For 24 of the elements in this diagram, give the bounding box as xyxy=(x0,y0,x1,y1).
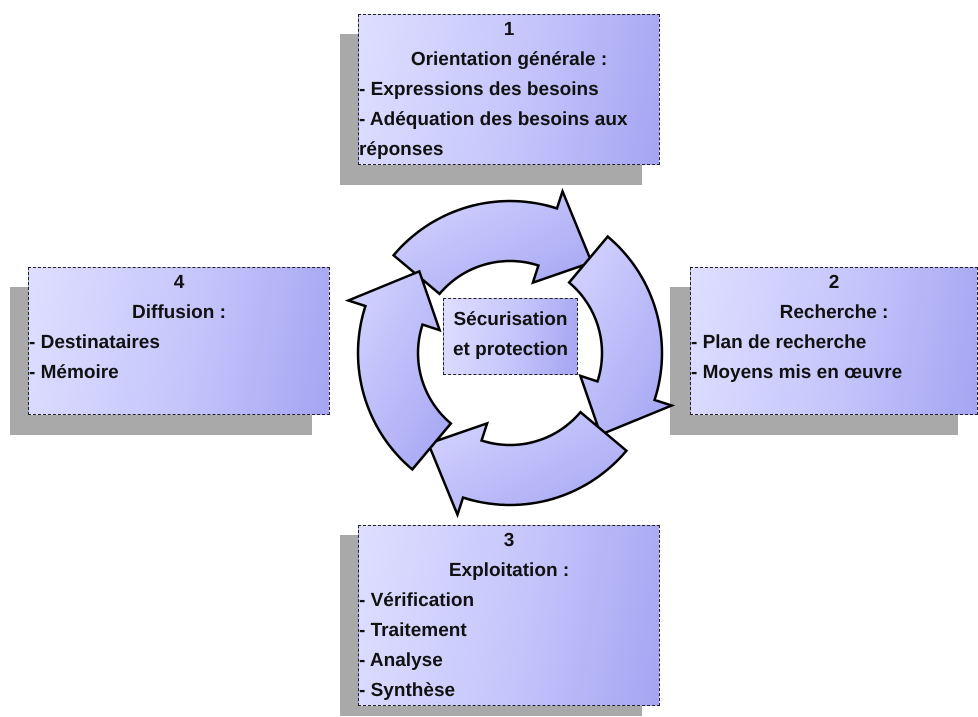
list-item: - Synthèse xyxy=(359,679,456,703)
stage-box xyxy=(358,525,660,706)
list-item: - Expressions des besoins xyxy=(359,78,600,102)
list-item: - Analyse xyxy=(359,649,444,673)
step-title: Exploitation : xyxy=(448,559,570,583)
center-box xyxy=(443,298,578,375)
step-number: 2 xyxy=(828,271,840,295)
list-item: - Moyens mis en œuvre xyxy=(691,361,904,385)
step-title: Orientation générale : xyxy=(410,48,608,72)
list-item: - Plan de recherche xyxy=(691,331,868,355)
stage-box xyxy=(28,267,330,415)
stage-box xyxy=(358,14,660,165)
stage-box xyxy=(690,267,978,415)
step-number: 3 xyxy=(502,529,516,553)
list-item: - Mémoire xyxy=(29,361,120,385)
list-item: - Destinataires xyxy=(29,331,161,355)
step-title: Diffusion : xyxy=(131,301,227,325)
box-label: Sécurisation et protection xyxy=(452,308,570,362)
list-item: - Vérification xyxy=(359,589,476,613)
step-number: 1 xyxy=(502,18,516,42)
list-item: - Traitement xyxy=(359,619,468,643)
list-item: - Adéquation des besoins aux réponses xyxy=(359,108,629,162)
step-title: Recherche : xyxy=(778,301,890,325)
step-number: 4 xyxy=(172,271,186,295)
